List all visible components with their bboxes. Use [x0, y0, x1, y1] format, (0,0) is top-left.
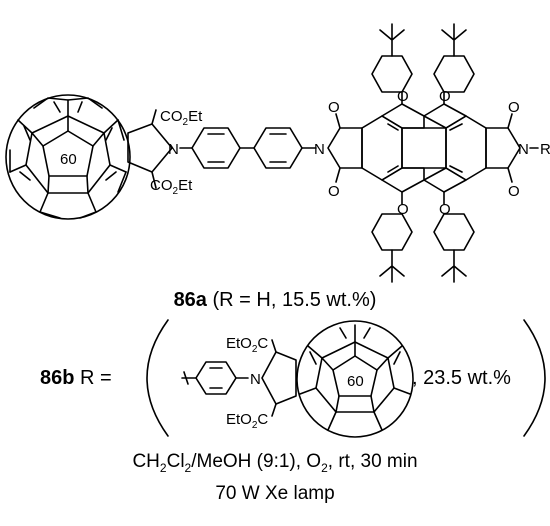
- carbonyl-o-4: O: [508, 183, 520, 200]
- compound-86a-id: 86a: [173, 289, 207, 311]
- substituent-R-86b: [181, 339, 297, 417]
- right-parenthesis: [523, 319, 546, 437]
- compound-86a-caption: 86a (R = H, 15.5 wt.%): [0, 288, 550, 312]
- compound-86a-detail: (R = H, 15.5 wt.%): [206, 289, 377, 311]
- aryloxy-top: [371, 23, 475, 93]
- fullerene-label-top: 60: [60, 151, 77, 168]
- biphenyl-linker: [179, 127, 317, 169]
- ether-o-1: O: [397, 88, 409, 105]
- compound-86b-label: 86b R =: [40, 366, 112, 390]
- fullerene-label-bottom: 60: [347, 373, 364, 390]
- compound-86b-id: 86b: [40, 367, 75, 389]
- imide-n-right: N: [518, 141, 529, 158]
- ester-label-bottom-2: EtO2C: [226, 411, 268, 431]
- r-group-label: R: [540, 141, 550, 158]
- reaction-conditions-line1: CH2Cl2/MeOH (9:1), O2, rt, 30 min: [132, 451, 418, 475]
- left-parenthesis: [146, 319, 169, 437]
- pyrrolidine-top: [127, 109, 173, 189]
- ester-label-bottom-1: EtO2C: [226, 335, 268, 355]
- imide-n-left: N: [314, 141, 325, 158]
- reaction-conditions-line2: 70 W Xe lamp: [215, 483, 335, 504]
- pyrrolidine-n-label: N: [168, 141, 179, 158]
- carbonyl-o-3: O: [508, 99, 520, 116]
- carbonyl-o-2: O: [328, 183, 340, 200]
- fullerene-bottom: [296, 320, 414, 438]
- compound-86b-r-eq: R =: [74, 367, 112, 389]
- carbonyl-o-1: O: [328, 99, 340, 116]
- aryloxy-bottom: [371, 213, 475, 283]
- ether-o-2: O: [439, 88, 451, 105]
- perylene-diimide-core: [327, 91, 539, 205]
- ether-o-4: O: [439, 201, 451, 218]
- compound-86b-wt: , 23.5 wt.%: [412, 367, 511, 389]
- ester-label-bottom: CO2Et: [150, 177, 193, 197]
- ester-label-top: CO2Et: [160, 108, 203, 128]
- fullerene-top: [5, 94, 131, 220]
- pyrrolidine-n-bottom: N: [250, 371, 261, 388]
- ether-o-3: O: [397, 201, 409, 218]
